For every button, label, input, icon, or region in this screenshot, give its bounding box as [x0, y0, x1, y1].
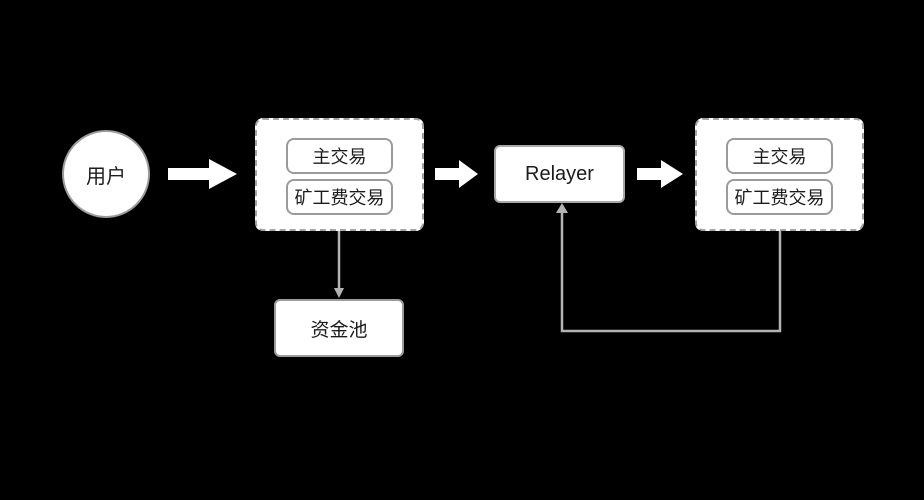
- dest-main-transaction-label: 主交易: [752, 147, 807, 167]
- fund-pool-node-label: 资金池: [310, 319, 368, 341]
- source-miner-fee-transaction-box: 矿工费交易: [286, 179, 393, 215]
- arrowhead-up-icon: [556, 203, 568, 213]
- user-node-label: 用户: [86, 165, 126, 188]
- connector-dest-to-relayer: [560, 211, 782, 333]
- source-main-transaction-label: 主交易: [312, 147, 367, 167]
- block-arrow-source-to-relayer: [435, 160, 478, 188]
- dest-main-transaction-box: 主交易: [726, 138, 833, 174]
- block-arrow-relayer-to-dest: [637, 160, 683, 188]
- relayer-node: Relayer: [494, 145, 625, 203]
- source-miner-fee-transaction-label: 矿工费交易: [294, 188, 385, 208]
- source-main-transaction-box: 主交易: [286, 138, 393, 174]
- dest-miner-fee-transaction-label: 矿工费交易: [734, 188, 825, 208]
- relayer-node-label: Relayer: [525, 162, 594, 185]
- arrowhead-down-icon: [334, 288, 344, 298]
- fund-pool-node: 资金池: [274, 299, 404, 357]
- dest-transaction-group: 主交易 矿工费交易: [695, 118, 864, 231]
- block-arrow-user-to-source: [168, 159, 237, 189]
- source-transaction-group: 主交易 矿工费交易: [255, 118, 424, 231]
- user-node: 用户: [62, 130, 150, 218]
- dest-miner-fee-transaction-box: 矿工费交易: [726, 179, 833, 215]
